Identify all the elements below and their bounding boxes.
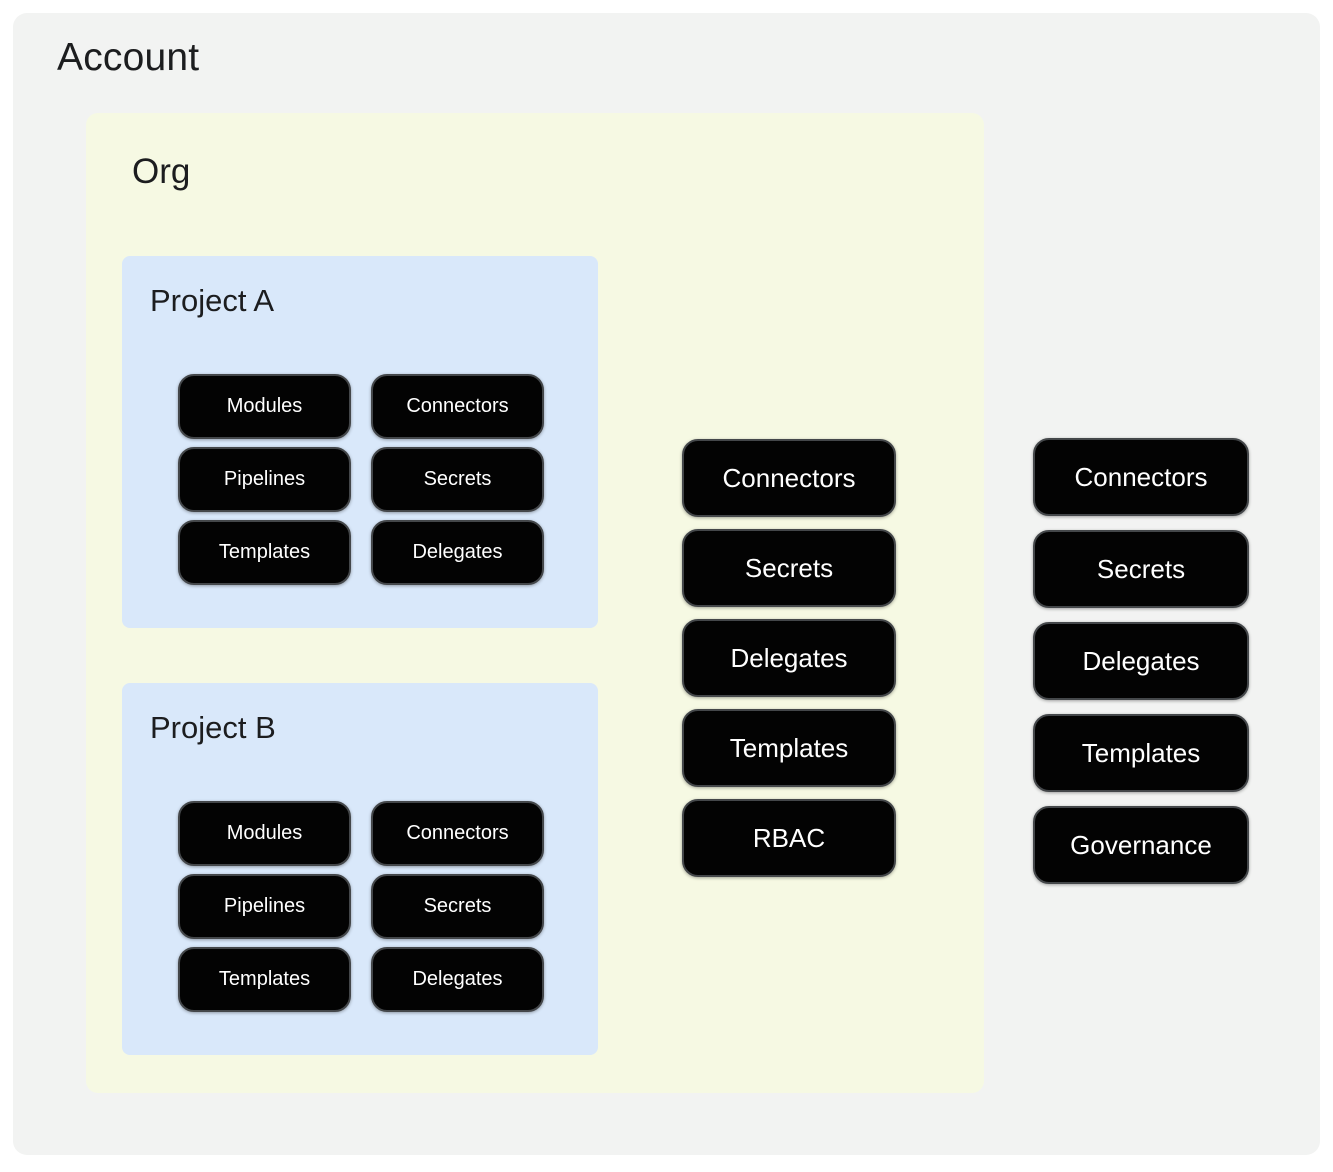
account-resource-column: Connectors Secrets Delegates Templates G… — [1033, 438, 1249, 884]
project-a-secrets-pill: Secrets — [371, 447, 544, 512]
project-b-label: Project B — [150, 710, 276, 745]
org-secrets-pill: Secrets — [682, 529, 896, 607]
project-a-connectors-pill: Connectors — [371, 374, 544, 439]
project-b-pipelines-pill: Pipelines — [178, 874, 351, 939]
project-a-resource-grid: Modules Connectors Pipelines Secrets Tem… — [178, 374, 544, 585]
project-b-templates-pill: Templates — [178, 947, 351, 1012]
project-a-templates-pill: Templates — [178, 520, 351, 585]
account-delegates-pill: Delegates — [1033, 622, 1249, 700]
account-container: Account Org Project A Modules Connectors… — [13, 13, 1320, 1155]
account-secrets-pill: Secrets — [1033, 530, 1249, 608]
project-a-container: Project A Modules Connectors Pipelines S… — [122, 256, 598, 628]
project-b-delegates-pill: Delegates — [371, 947, 544, 1012]
account-connectors-pill: Connectors — [1033, 438, 1249, 516]
project-a-pipelines-pill: Pipelines — [178, 447, 351, 512]
org-rbac-pill: RBAC — [682, 799, 896, 877]
org-container: Org Project A Modules Connectors Pipelin… — [86, 113, 984, 1093]
project-b-container: Project B Modules Connectors Pipelines S… — [122, 683, 598, 1055]
org-delegates-pill: Delegates — [682, 619, 896, 697]
account-label: Account — [57, 36, 200, 79]
project-a-label: Project A — [150, 283, 275, 318]
project-b-modules-pill: Modules — [178, 801, 351, 866]
project-b-resource-grid: Modules Connectors Pipelines Secrets Tem… — [178, 801, 544, 1012]
org-connectors-pill: Connectors — [682, 439, 896, 517]
project-a-delegates-pill: Delegates — [371, 520, 544, 585]
project-b-connectors-pill: Connectors — [371, 801, 544, 866]
project-a-modules-pill: Modules — [178, 374, 351, 439]
org-label: Org — [132, 152, 191, 191]
account-templates-pill: Templates — [1033, 714, 1249, 792]
account-governance-pill: Governance — [1033, 806, 1249, 884]
org-resource-column: Connectors Secrets Delegates Templates R… — [682, 439, 896, 877]
project-b-secrets-pill: Secrets — [371, 874, 544, 939]
org-templates-pill: Templates — [682, 709, 896, 787]
